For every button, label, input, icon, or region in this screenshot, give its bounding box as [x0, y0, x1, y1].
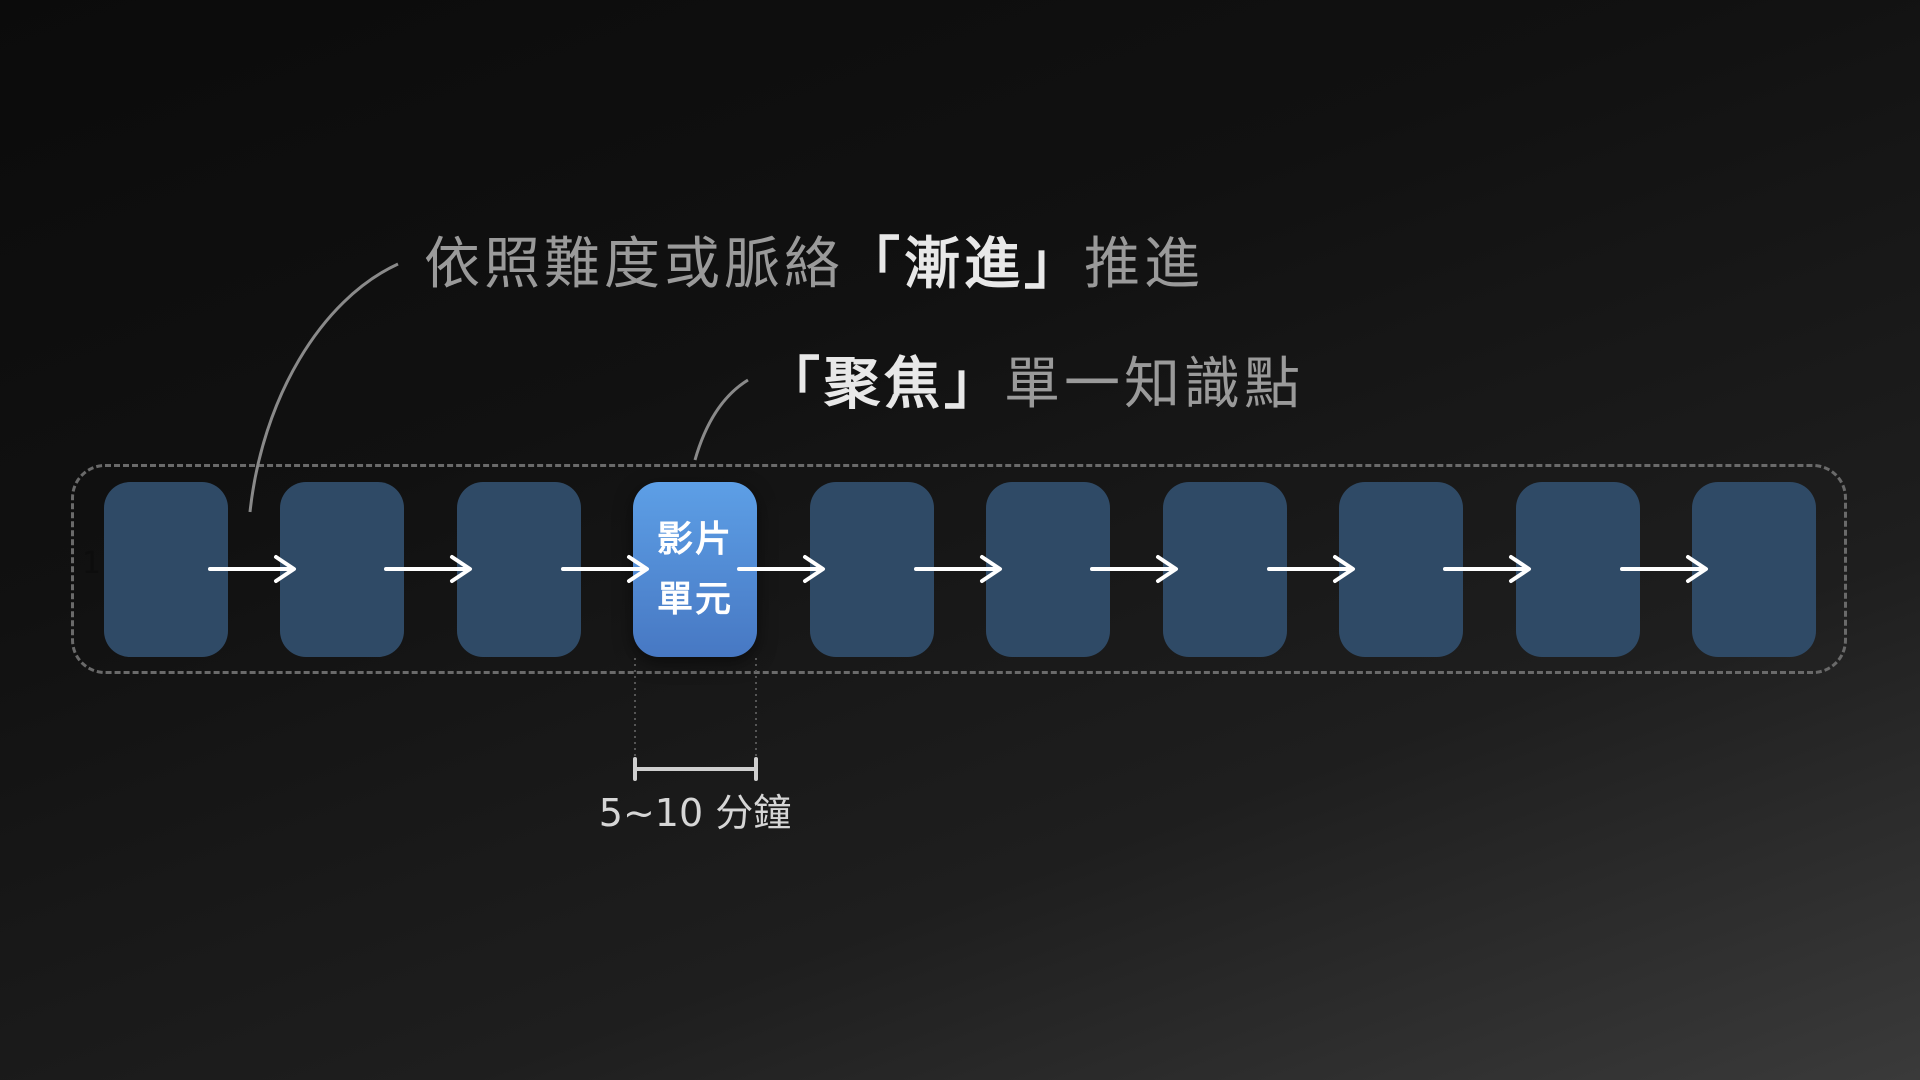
duration-bracket — [633, 757, 758, 781]
video-unit — [1516, 482, 1640, 657]
video-unit — [1163, 482, 1287, 657]
video-unit — [457, 482, 581, 657]
annotation-progressive: 依照難度或脈絡「漸進」推進 — [424, 236, 1204, 293]
sequence-index-label: 1 — [82, 546, 102, 581]
video-unit — [986, 482, 1110, 657]
video-unit — [1339, 482, 1463, 657]
video-unit — [1692, 482, 1816, 657]
duration-label: 5~10 分鐘 — [598, 791, 792, 835]
annotation-progressive-emphasis: 「漸進」 — [844, 231, 1084, 297]
annotation-focus-text: 單一知識點 — [1004, 352, 1304, 417]
video-unit — [280, 482, 404, 657]
callout-curve-focus — [693, 378, 749, 461]
highlight-unit-label-line2: 單元 — [656, 578, 733, 620]
video-unit-highlighted: 影片 單元 — [633, 482, 757, 657]
annotation-progressive-text: 依照難度或脈絡 — [424, 232, 844, 297]
annotation-progressive-suffix: 推進 — [1084, 232, 1204, 297]
highlight-unit-label-line1: 影片 — [656, 518, 733, 560]
video-unit — [104, 482, 228, 657]
sequence-group-frame — [71, 464, 1847, 674]
annotation-focus-emphasis: 「聚焦」 — [764, 351, 1004, 417]
video-unit — [810, 482, 934, 657]
annotation-focus: 「聚焦」單一知識點 — [764, 356, 1304, 413]
